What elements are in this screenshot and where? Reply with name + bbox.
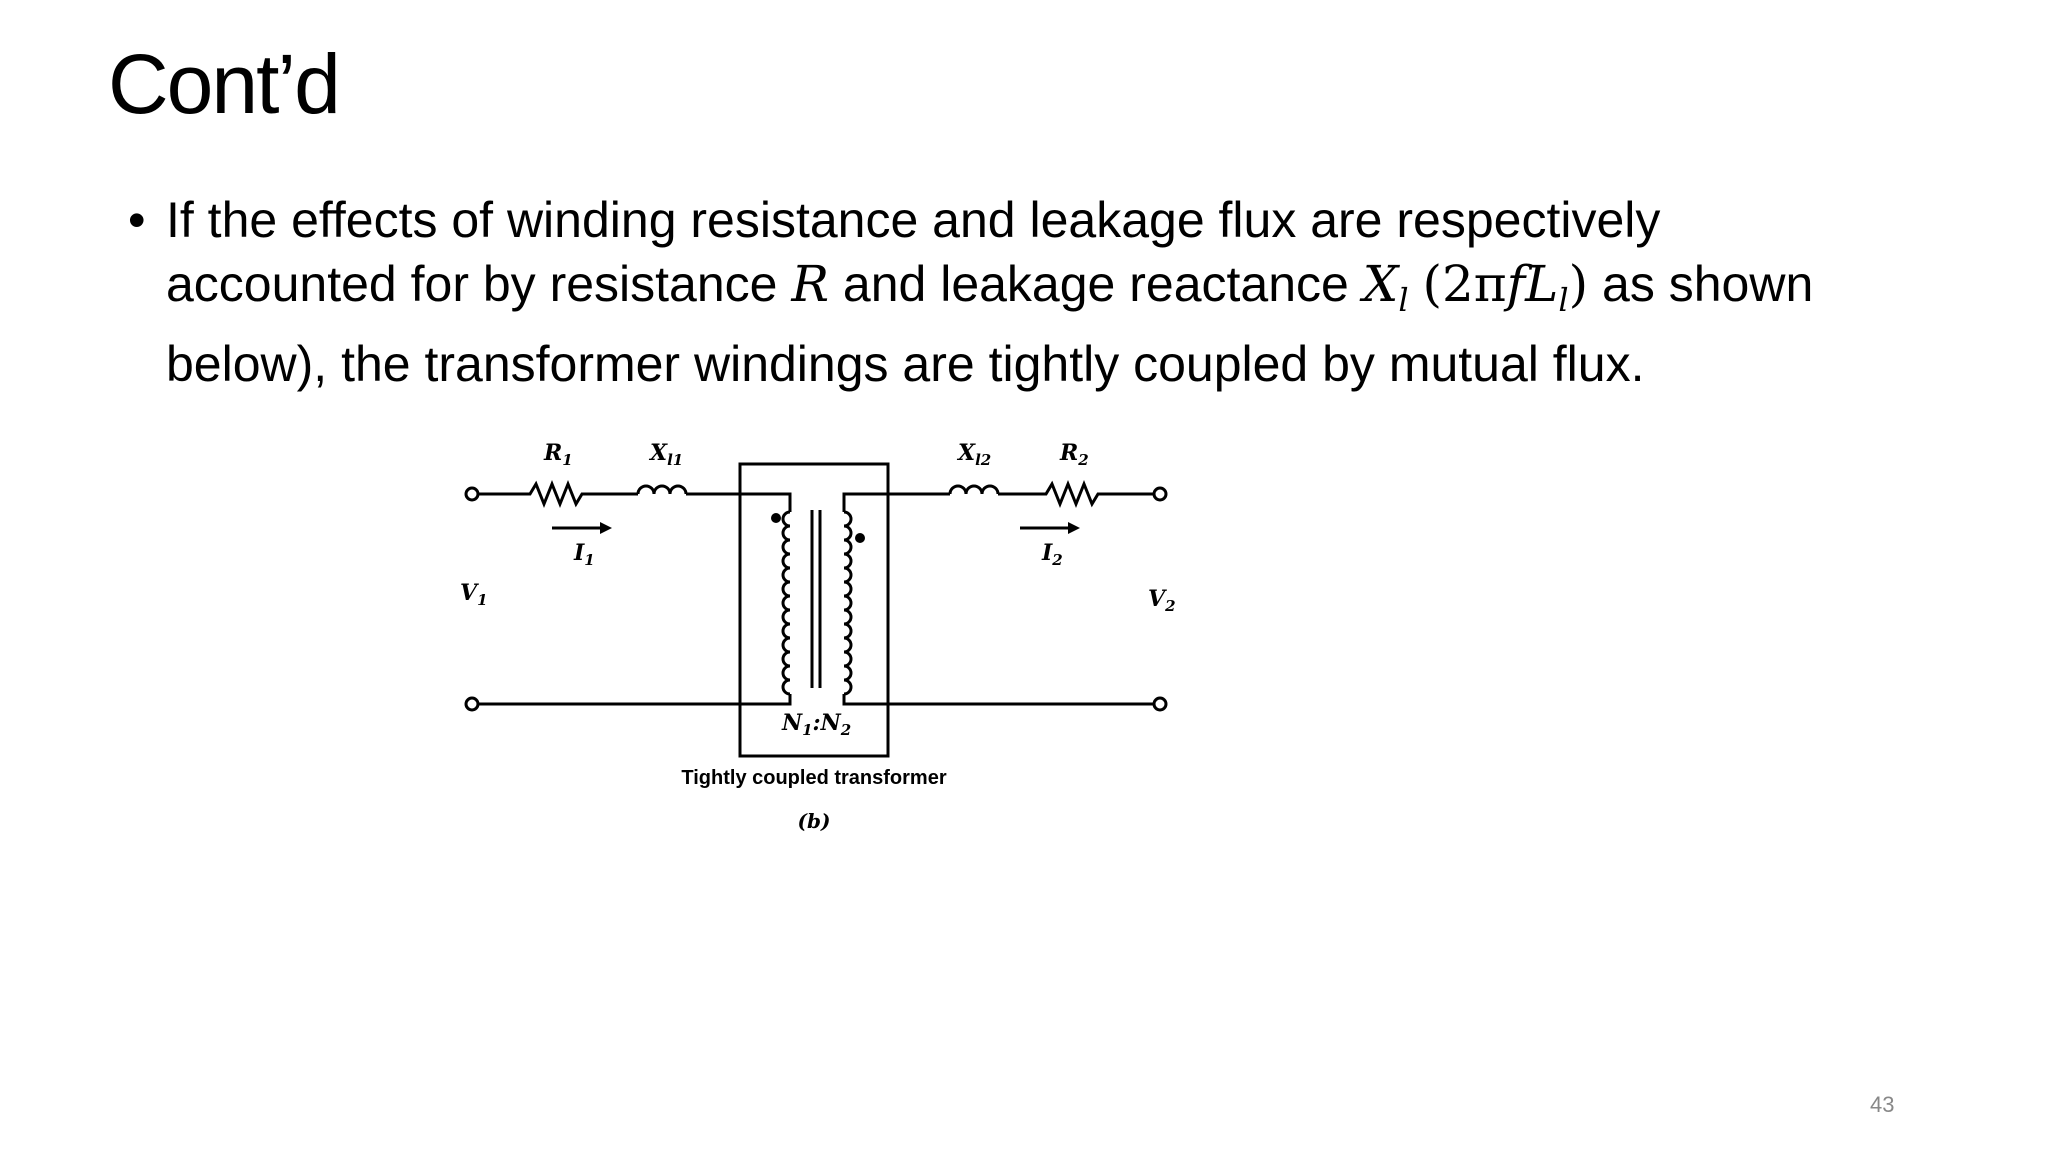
primary-winding-coil	[781, 510, 791, 696]
math-L: L	[1525, 255, 1559, 313]
terminal-bottom-right	[1152, 696, 1168, 712]
label-turns-ratio: N1:N2	[781, 710, 851, 739]
figure-caption: Tightly coupled transformer	[681, 767, 946, 789]
bullet-line-2-part-c: as shown	[1588, 256, 1814, 312]
terminal-top-left	[464, 486, 480, 502]
terminal-bottom-left	[464, 696, 480, 712]
resistor-r1-symbol	[478, 479, 638, 509]
secondary-lead-top	[842, 492, 880, 512]
label-xl1: Xl1	[648, 440, 683, 469]
math-f: f	[1506, 255, 1526, 313]
page-number: 43	[1870, 1092, 1895, 1117]
bullet-line-2: accounted for by resistance R and leakag…	[166, 252, 1988, 332]
secondary-winding-coil	[843, 510, 853, 696]
polarity-dot-primary	[771, 513, 781, 523]
label-i1: I1	[573, 540, 595, 569]
transformer-box	[738, 462, 890, 758]
label-v1: V1	[460, 580, 488, 609]
bullet-line-1: If the effects of winding resistance and…	[166, 192, 1661, 248]
math-paren-close: )	[1568, 255, 1589, 313]
primary-lead-top	[748, 492, 792, 512]
figure-sublabel: (b)	[798, 809, 831, 833]
inductor-xl1-symbol	[636, 484, 688, 495]
math-X-sub: l	[1398, 281, 1409, 319]
math-R: R	[791, 255, 829, 313]
label-v2: V2	[1148, 586, 1176, 615]
resistor-r2-symbol	[998, 479, 1154, 509]
math-X: X	[1362, 255, 1399, 313]
label-i2: I2	[1041, 540, 1063, 569]
bullet-line-3: below), the transformer windings are tig…	[166, 336, 1645, 392]
bullet-line-2-part-a: accounted for by resistance	[166, 256, 792, 312]
terminal-top-right	[1152, 486, 1168, 502]
primary-lead-bottom	[478, 694, 792, 706]
math-L-sub: l	[1558, 281, 1569, 319]
label-r2: R2	[1059, 440, 1089, 469]
arrowhead-i1	[600, 522, 612, 534]
circuit-diagram: R1 Xl1 Xl2 R2 I1 I2 V1 V2 N1:N2 Tightly …	[460, 440, 1176, 833]
bullet-text: If the effects of winding resistance and…	[166, 188, 1988, 396]
slide-title: Cont’d	[108, 37, 341, 131]
bullet-paragraph: • If the effects of winding resistance a…	[128, 188, 1988, 396]
transformer-core	[810, 510, 822, 688]
transformer-circuit-figure: R1 Xl1 Xl2 R2 I1 I2 V1 V2 N1:N2 Tightly …	[440, 420, 1200, 860]
bullet-marker: •	[128, 192, 146, 248]
label-r1: R1	[543, 440, 573, 469]
bullet-line-2-part-b: and leakage reactance	[829, 256, 1363, 312]
polarity-dot-secondary	[855, 533, 865, 543]
math-paren-open: (2π	[1422, 255, 1507, 313]
label-xl2: Xl2	[956, 440, 991, 469]
secondary-lead-bottom	[842, 694, 1154, 706]
inductor-xl2-symbol	[948, 484, 1000, 495]
arrowhead-i2	[1068, 522, 1080, 534]
